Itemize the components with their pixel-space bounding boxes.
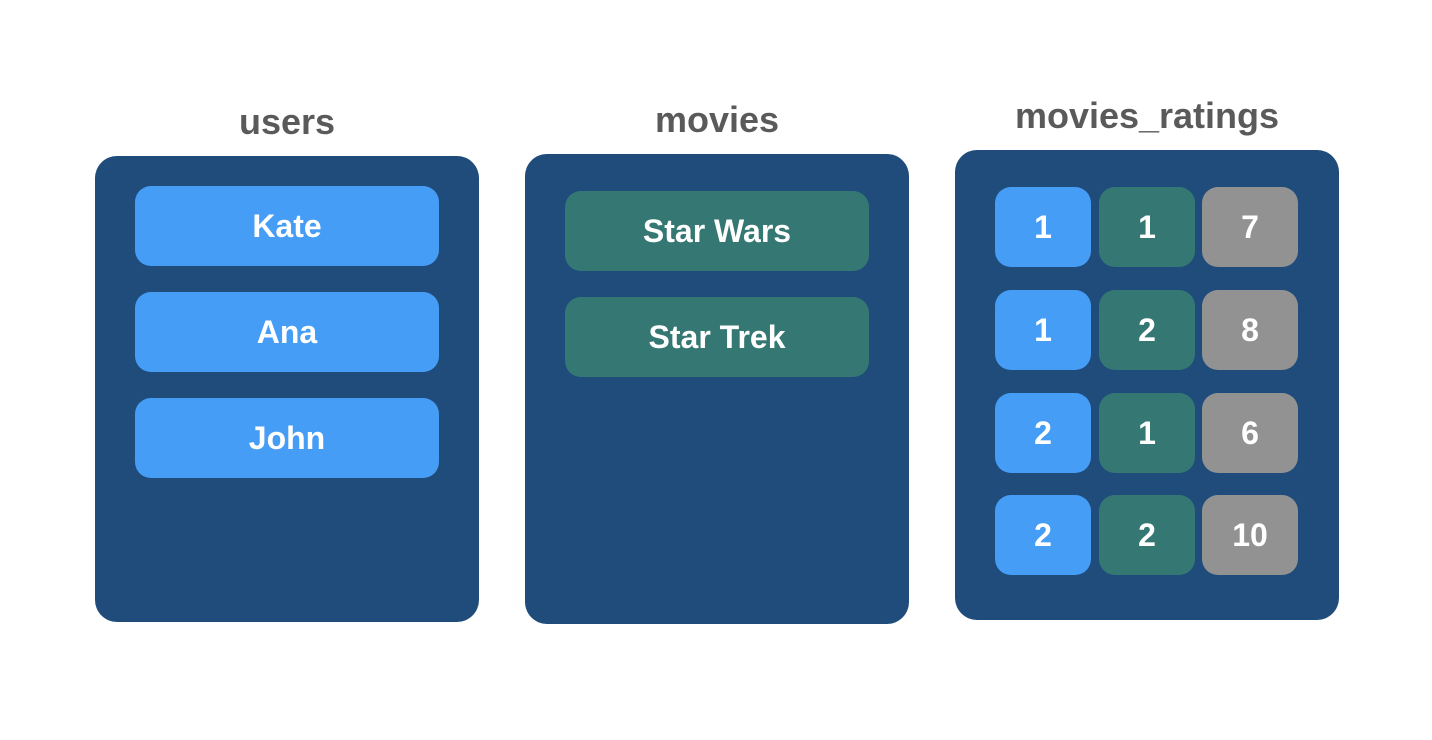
movies-ratings-table: 1 1 7 1 2 8 2 1 6 2 2 10 [955, 150, 1339, 620]
rating-user-id: 2 [995, 495, 1091, 575]
movies-table: Star Wars Star Trek [525, 154, 909, 624]
movies-table-title: movies [654, 99, 780, 140]
rating-movie-id: 2 [1099, 290, 1195, 370]
rating-movie-id: 2 [1099, 495, 1195, 575]
rating-user-id: 2 [995, 393, 1091, 473]
rating-movie-id: 1 [1099, 187, 1195, 267]
movie-row: Star Wars [565, 191, 869, 271]
movie-row: Star Trek [565, 297, 869, 377]
rating-user-id: 1 [995, 187, 1091, 267]
rating-movie-id: 1 [1099, 393, 1195, 473]
users-table-title: users [238, 101, 336, 142]
rating-user-id: 1 [995, 290, 1091, 370]
rating-value: 8 [1202, 290, 1298, 370]
user-row: Kate [135, 186, 439, 266]
rating-value: 7 [1202, 187, 1298, 267]
movies-ratings-table-title: movies_ratings [1014, 95, 1280, 136]
users-table: Kate Ana John [95, 156, 479, 622]
rating-value: 10 [1202, 495, 1298, 575]
user-row: John [135, 398, 439, 478]
user-row: Ana [135, 292, 439, 372]
rating-value: 6 [1202, 393, 1298, 473]
